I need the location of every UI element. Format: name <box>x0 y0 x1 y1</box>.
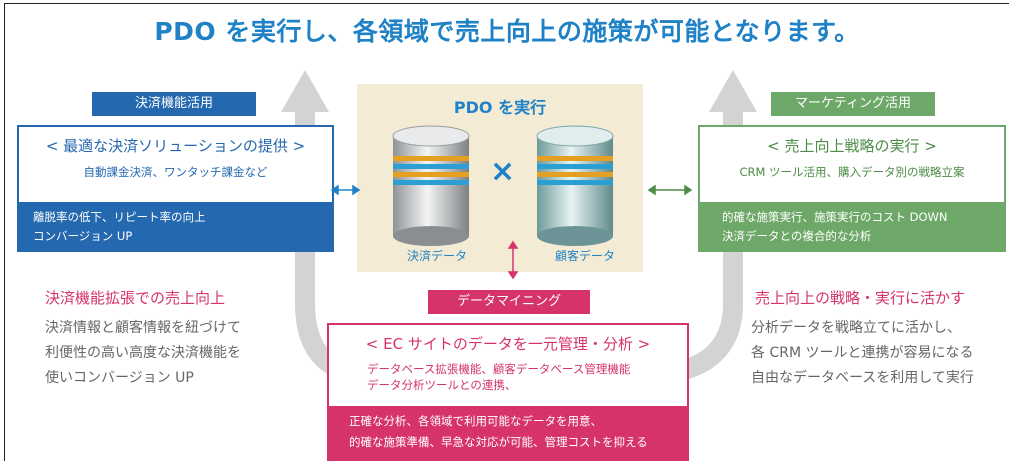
management-box-subtext: データベース拡張機能、顧客データベース管理機能 データ分析ツールとの連携、 <box>367 361 630 393</box>
management-box-footer: 正確な分析、各領域で利用可能なデータを用意、 的確な施策準備、早急な対応が可能、… <box>329 406 687 459</box>
strategy-box-subtext: CRM ツール活用、購入データ別の戦略立案 <box>739 165 965 179</box>
tag-marketing: マーケティング活用 <box>771 92 935 116</box>
payment-box-heading: < 最適な決済ソリューションの提供 > <box>45 137 306 155</box>
payment-box-footer: 離脱率の低下、リピート率の向上 コンバージョン UP <box>19 202 332 250</box>
management-subtext-line-1: データベース拡張機能、顧客データベース管理機能 <box>367 362 631 376</box>
management-benefit-line-1: 正確な分析、各領域で利用可能なデータを用意、 <box>349 414 602 428</box>
sales-strategy-box: < 売上向上戦略の実行 > CRM ツール活用、購入データ別の戦略立案 的確な施… <box>698 125 1006 252</box>
cycle-arrowhead-right <box>709 70 757 112</box>
page-title: PDO を実行し、各領域で売上向上の施策が可能となります。 <box>154 17 860 46</box>
cycle-arrowhead-left <box>281 70 329 112</box>
strategy-description-line-3: 自由なデータベースを利用して実行 <box>751 370 974 386</box>
database-illustration <box>392 125 614 246</box>
management-benefit-line-2: 的確な施策準備、早急な対応が可能、管理コストを抑える <box>349 435 648 449</box>
data-management-box: < EC サイトのデータを一元管理・分析 > データベース拡張機能、顧客データベ… <box>327 323 689 461</box>
strategy-execution-heading: 売上向上の戦略・実行に活かす <box>755 289 966 307</box>
strategy-description-line-1: 分析データを戦略立てに活かし、 <box>751 320 961 336</box>
strategy-box-heading: < 売上向上戦略の実行 > <box>767 137 937 155</box>
management-box-heading: < EC サイトのデータを一元管理・分析 > <box>365 335 651 353</box>
tag-payment-function: 決済機能活用 <box>92 92 256 116</box>
pdo-panel-title: PDO を実行 <box>453 98 547 117</box>
tag-data-mining: データマイニング <box>428 290 590 314</box>
payment-description-line-1: 決済情報と顧客情報を紐づけて <box>45 320 241 336</box>
strategy-execution-description: 分析データを戦略立てに活かし、 各 CRM ツールと連携が容易になる 自由なデー… <box>751 316 974 391</box>
payment-database-icon <box>392 125 470 246</box>
payment-box-subtext: 自動課金決済、ワンタッチ課金など <box>83 165 268 179</box>
strategy-benefit-line-1: 的確な施策実行、施策実行のコスト DOWN <box>722 210 948 224</box>
customer-data-label: 顧客データ <box>555 249 616 263</box>
management-subtext-line-2: データ分析ツールとの連携、 <box>367 378 517 392</box>
strategy-benefit-line-2: 決済データとの複合的な分析 <box>722 229 872 243</box>
pdo-panel: PDO を実行 × 決済デー <box>357 84 643 272</box>
customer-database-icon <box>536 125 614 246</box>
diagram-frame: PDO を実行し、各領域で売上向上の施策が可能となります。 決済機能活用 < 最… <box>4 3 1009 461</box>
payment-description-line-2: 利便性の高い高度な決済機能を <box>45 345 241 361</box>
payment-expansion-description: 決済情報と顧客情報を紐づけて 利便性の高い高度な決済機能を 使いコンバージョン … <box>45 316 241 391</box>
times-icon: × <box>490 154 516 189</box>
strategy-description-line-2: 各 CRM ツールと連携が容易になる <box>751 345 974 361</box>
payment-benefit-line-1: 離脱率の低下、リピート率の向上 <box>33 210 206 224</box>
payment-solution-box: < 最適な決済ソリューションの提供 > 自動課金決済、ワンタッチ課金など 離脱率… <box>17 125 334 252</box>
strategy-box-footer: 的確な施策実行、施策実行のコスト DOWN 決済データとの複合的な分析 <box>700 202 1004 250</box>
payment-data-label: 決済データ <box>407 249 468 263</box>
payment-expansion-heading: 決済機能拡張での売上向上 <box>45 289 226 307</box>
payment-benefit-line-2: コンバージョン UP <box>33 229 133 243</box>
payment-description-line-3: 使いコンバージョン UP <box>45 370 194 386</box>
